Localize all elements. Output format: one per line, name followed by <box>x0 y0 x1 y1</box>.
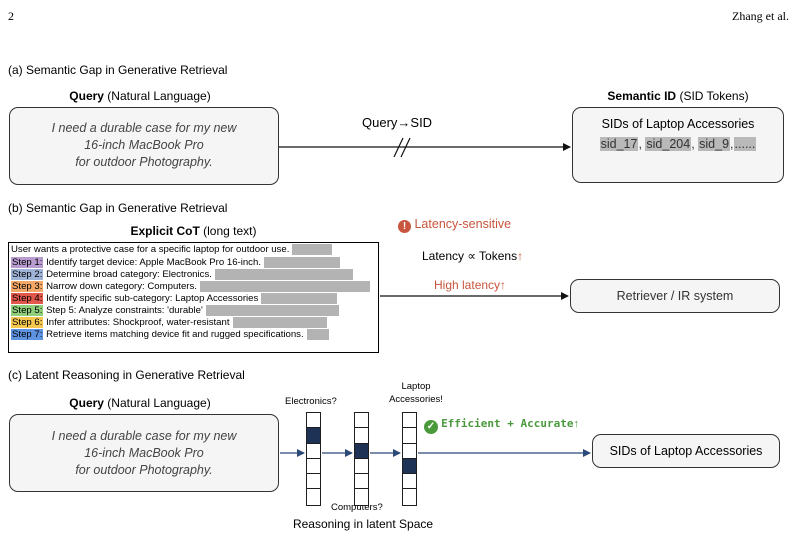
arrow-up-icon: ↑ <box>573 418 580 430</box>
sid-box-title: SIDs of Laptop Accessories <box>601 117 755 131</box>
query-label-a: Query (Natural Language) <box>69 89 211 103</box>
step-tag: Step 3: <box>11 281 44 292</box>
step-tag: Step 1: <box>11 257 44 268</box>
latency-warning: ! Latency-sensitive <box>398 217 511 233</box>
query-box-a: I need a durable case for my new 16-inch… <box>9 107 279 185</box>
page-number: 2 <box>8 9 14 23</box>
cot-step-3: Step 3: Narrow down category: Computers. <box>11 281 370 293</box>
latent-vector-3 <box>402 412 417 506</box>
cot-box: User wants a protective case for a speci… <box>8 242 379 353</box>
break-mark <box>393 137 404 158</box>
cot-label: Explicit CoT (long text) <box>130 224 257 238</box>
cot-step-7: Step 7: Retrieve items matching device f… <box>11 329 329 341</box>
latency-tokens: Latency ∝ Tokens↑ <box>422 249 524 263</box>
query-line: 16-inch MacBook Pro <box>84 138 204 152</box>
query-line: for outdoor Photography. <box>75 463 213 477</box>
latent-vector-2 <box>354 412 369 506</box>
query-label-c: Query (Natural Language) <box>69 396 211 410</box>
step-tag: Step 6: <box>11 317 44 328</box>
query-line: 16-inch MacBook Pro <box>84 446 204 460</box>
retriever-box: Retriever / IR system <box>570 279 780 313</box>
step-tag: Step 5: <box>11 305 44 316</box>
cot-intro-line: User wants a protective case for a speci… <box>11 244 333 256</box>
high-latency: High latency↑ <box>434 278 507 292</box>
sid-token: sid_9 <box>698 137 731 151</box>
break-mark <box>400 137 411 158</box>
sid-token: sid_17 <box>599 137 639 151</box>
step-tag: Step 2: <box>11 269 44 280</box>
latent-vector-1 <box>306 412 321 506</box>
sid-token: ...... <box>733 137 757 151</box>
sid-token: sid_204 <box>645 137 692 151</box>
section-c-title: (c) Latent Reasoning in Generative Retri… <box>8 368 245 382</box>
warning-icon: ! <box>398 220 411 233</box>
authors: Zhang et al. <box>732 9 789 23</box>
sid-label: Semantic ID (SID Tokens) <box>607 89 749 103</box>
step-tag: Step 4: <box>11 293 44 304</box>
cot-step-6: Step 6: Infer attributes: Shockproof, wa… <box>11 317 327 329</box>
check-icon: ✓ <box>424 420 438 434</box>
arrow-up-icon: ↑ <box>500 278 507 292</box>
cot-step-5: Step 5: Step 5: Analyze constraints: 'du… <box>11 305 339 317</box>
label-laptop-accessories: Laptop Accessories! <box>389 381 443 405</box>
sid-tokens: sid_17, sid_204, sid_9,...... <box>599 137 757 151</box>
cot-step-4: Step 4: Identify specific sub-category: … <box>11 293 338 305</box>
arrow-up-icon: ↑ <box>517 249 524 263</box>
query-to-sid-label: Query→SID <box>362 115 433 130</box>
query-line: for outdoor Photography. <box>75 155 213 169</box>
efficient-label: ✓ Efficient + Accurate↑ <box>424 417 579 434</box>
query-line: I need a durable case for my new <box>51 121 237 135</box>
query-line: I need a durable case for my new <box>51 429 237 443</box>
sid-box: SIDs of Laptop Accessories sid_17, sid_2… <box>572 107 784 183</box>
label-computers: Computers? <box>331 502 383 513</box>
cot-step-1: Step 1: Identify target device: Apple Ma… <box>11 257 340 269</box>
section-a-title: (a) Semantic Gap in Generative Retrieval <box>8 63 228 77</box>
latent-caption: Reasoning in latent Space <box>292 517 434 531</box>
result-box: SIDs of Laptop Accessories <box>592 434 780 468</box>
label-electronics: Electronics? <box>285 396 337 407</box>
step-tag: Step 7: <box>11 329 44 340</box>
cot-step-2: Step 2: Determine broad category: Electr… <box>11 269 353 281</box>
query-box-c: I need a durable case for my new 16-inch… <box>9 414 279 492</box>
section-b-title: (b) Semantic Gap in Generative Retrieval <box>8 201 228 215</box>
